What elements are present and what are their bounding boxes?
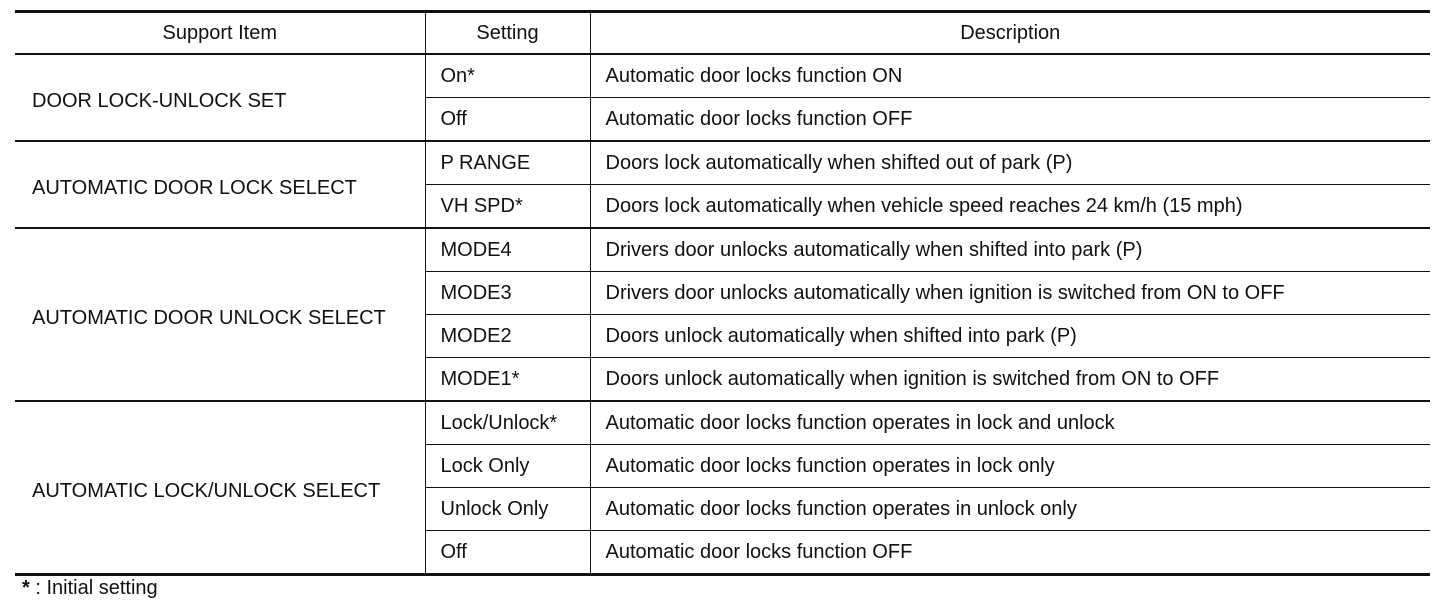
description-cell: Automatic door locks function ON	[589, 54, 1430, 98]
setting-cell: Lock/Unlock*	[424, 400, 590, 445]
setting-cell: P RANGE	[424, 140, 590, 185]
support-item-cell: AUTOMATIC DOOR UNLOCK SELECT	[15, 227, 425, 401]
description-cell: Doors lock automatically when vehicle sp…	[589, 184, 1430, 228]
support-item-table: Support Item Setting Description DOOR LO…	[15, 10, 1430, 576]
description-cell: Automatic door locks function operates i…	[589, 487, 1430, 531]
setting-cell: MODE4	[424, 227, 590, 272]
setting-cell: On*	[424, 54, 590, 98]
description-cell: Doors lock automatically when shifted ou…	[589, 140, 1430, 185]
table-row: AUTOMATIC DOOR LOCK SELECT P RANGE Doors…	[15, 140, 1430, 228]
support-item-cell: AUTOMATIC LOCK/UNLOCK SELECT	[15, 400, 425, 575]
support-item-cell: AUTOMATIC DOOR LOCK SELECT	[15, 140, 425, 228]
table-row: Unlock Only Automatic door locks functio…	[15, 487, 1430, 531]
description-cell: Doors unlock automatically when ignition…	[589, 357, 1430, 401]
table-row: MODE2 Doors unlock automatically when sh…	[15, 314, 1430, 358]
description-cell: Automatic door locks function operates i…	[589, 400, 1430, 445]
description-cell: Automatic door locks function OFF	[589, 97, 1430, 141]
header-support-item: Support Item	[15, 11, 425, 55]
table-row: AUTOMATIC LOCK/UNLOCK SELECT Lock/Unlock…	[15, 400, 1430, 575]
setting-cell: Off	[424, 530, 590, 575]
description-cell: Drivers door unlocks automatically when …	[589, 227, 1430, 272]
table-row: AUTOMATIC DOOR UNLOCK SELECT MODE4 Drive…	[15, 227, 1430, 401]
table-row: DOOR LOCK-UNLOCK SET On* Automatic door …	[15, 54, 1430, 112]
setting-cell: Lock Only	[424, 444, 590, 488]
support-item-cell: DOOR LOCK-UNLOCK SET	[32, 89, 287, 112]
description-cell: Automatic door locks function operates i…	[589, 444, 1430, 488]
description-cell: Drivers door unlocks automatically when …	[589, 271, 1430, 315]
setting-cell: MODE3	[424, 271, 590, 315]
description-cell: Doors unlock automatically when shifted …	[589, 314, 1430, 358]
setting-cell: MODE2	[424, 314, 590, 358]
footnote-text: : Initial setting	[29, 577, 158, 599]
table-row: Off Automatic door locks function OFF	[15, 97, 1430, 141]
table-row: VH SPD* Doors lock automatically when ve…	[15, 184, 1430, 228]
header-row: Support Item Setting Description	[15, 11, 1430, 55]
table-row: Lock Only Automatic door locks function …	[15, 444, 1430, 488]
setting-cell: Unlock Only	[424, 487, 590, 531]
table-row: MODE3 Drivers door unlocks automatically…	[15, 271, 1430, 315]
header-setting: Setting	[424, 11, 590, 55]
setting-cell: VH SPD*	[424, 184, 590, 228]
footnote: * : Initial setting	[22, 577, 158, 600]
setting-cell: MODE1*	[424, 357, 590, 401]
table-row: MODE1* Doors unlock automatically when i…	[15, 357, 1430, 401]
description-cell: Automatic door locks function OFF	[589, 530, 1430, 575]
header-description: Description	[589, 11, 1430, 55]
footnote-asterisk: *	[22, 577, 30, 599]
setting-cell: Off	[424, 97, 590, 141]
table-row: Off Automatic door locks function OFF	[15, 530, 1430, 575]
